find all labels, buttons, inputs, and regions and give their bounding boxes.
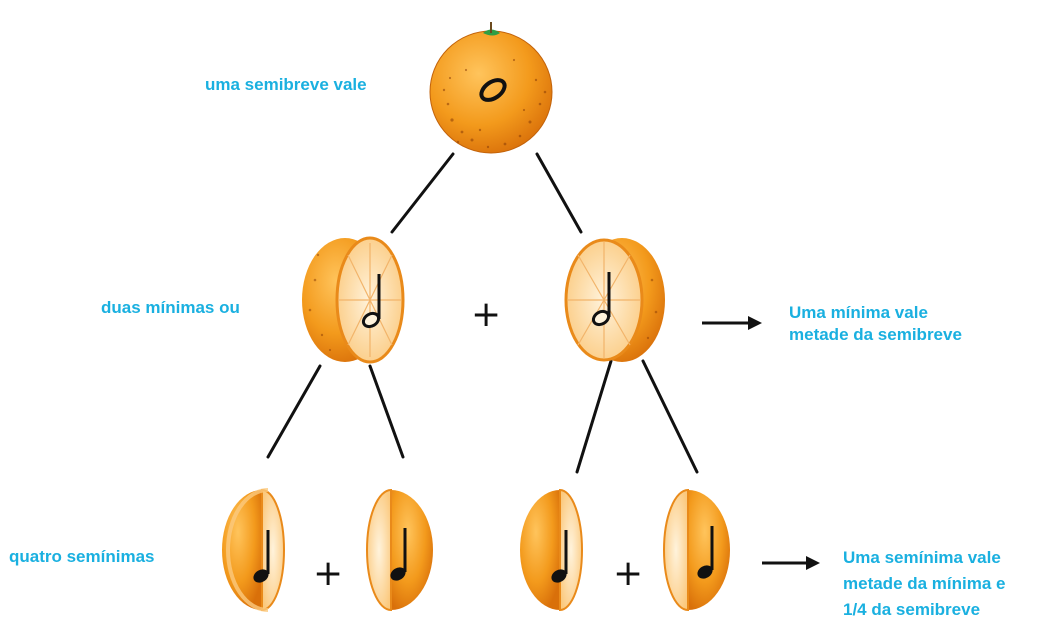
connector-line [641,359,699,474]
quarter-note-explanation-line: Uma semínima vale [843,548,1001,567]
half-orange-icon [564,238,665,362]
quarter-note-explanation-line: metade da mínima e [843,574,1006,593]
connector-line [575,359,613,474]
label-half-notes: duas mínimas ou [101,298,240,317]
tree-connectors [266,152,699,474]
connector-line [266,364,322,459]
label-whole-note: uma semibreve vale [205,75,367,94]
half-note-explanation: Uma mínima vale metade da semibreve [789,302,962,346]
whole-note-icon [479,78,507,102]
quarter-note-icon [390,528,407,581]
quarter-note-icon [253,530,270,583]
quarter-note-explanation-line: 1/4 da semibreve [843,600,981,619]
half-note-icon [591,272,611,327]
whole-orange-icon [429,22,553,154]
quarter-orange-icon [222,488,285,612]
half-note-explanation-line: metade da semibreve [789,325,962,344]
quarter-orange-icon [663,488,730,612]
plus-sign: + [313,553,344,594]
plus-sign: + [471,294,502,335]
connector-line [535,152,583,234]
arrow-right-icon [702,316,762,330]
half-orange-icon [302,236,405,364]
plus-sign: + [613,553,644,594]
quarter-note-explanation: Uma semínima vale metade da mínima e 1/4… [843,545,1006,623]
connector-line [368,364,405,459]
half-note-icon [361,274,381,329]
arrow-right-icon [762,556,820,570]
quarter-orange-icon [520,488,583,612]
quarter-orange-icon [366,488,433,612]
quarter-note-icon [551,530,568,583]
connector-line [390,152,455,234]
quarter-note-icon [697,526,714,579]
half-note-explanation-line: Uma mínima vale [789,303,928,322]
label-quarter-notes: quatro semínimas [9,547,155,566]
